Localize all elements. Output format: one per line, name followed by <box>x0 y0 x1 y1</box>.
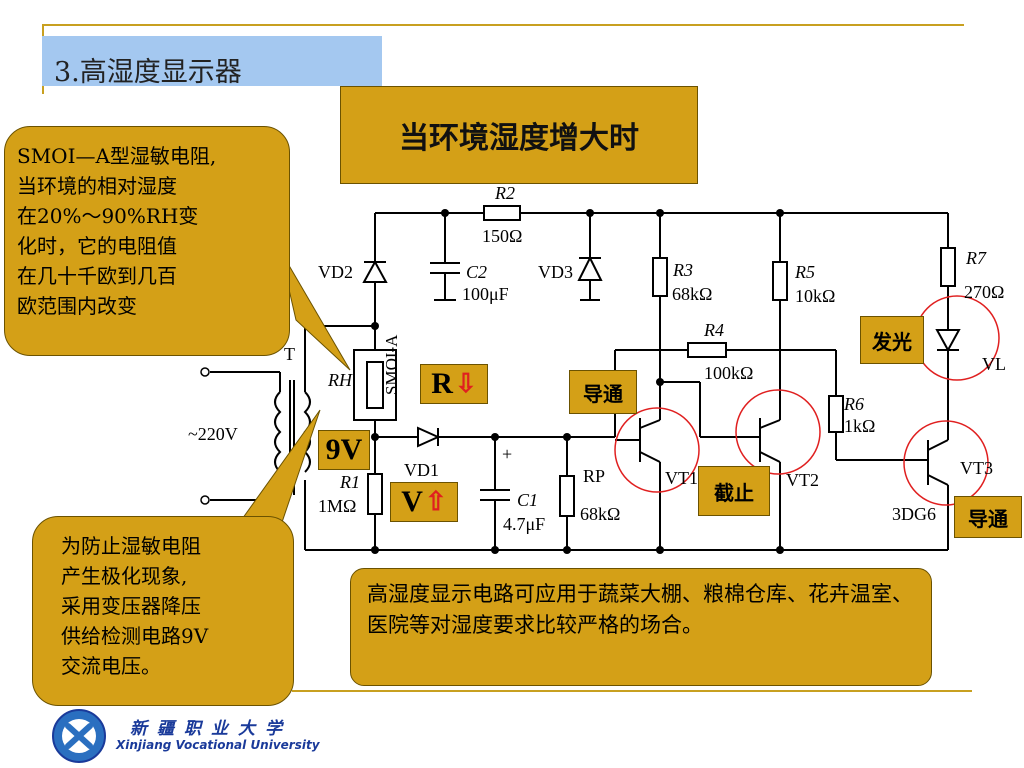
left-bubble-line: 化时，它的电阻值 <box>17 234 177 258</box>
label-r7: R7 <box>966 248 986 268</box>
label-r5: R5 <box>795 262 815 282</box>
label-vt1: VT1 <box>665 468 698 488</box>
label-r6: R6 <box>844 394 864 414</box>
top-rule <box>42 24 964 26</box>
tag-glow: 发光 <box>860 316 924 364</box>
bottom-bubble-line: 交流电压。 <box>61 654 161 678</box>
tag-v-label: V <box>401 485 423 518</box>
label-vt2: VT2 <box>786 470 819 490</box>
arrow-down-icon: ⇩ <box>454 369 477 398</box>
logo-english-name: Xinjiang Vocational University <box>116 738 320 752</box>
tag-on-vt1: 导通 <box>569 370 637 414</box>
label-r5-value: 10kΩ <box>795 286 836 306</box>
university-logo-icon <box>52 709 106 763</box>
label-vd1: VD1 <box>404 460 439 480</box>
label-r2: R2 <box>495 183 515 203</box>
label-rp: RP <box>583 466 606 486</box>
label-t: T <box>284 344 295 364</box>
tag-r: R ⇩ <box>420 364 488 404</box>
label-r1-value: 1MΩ <box>318 496 357 516</box>
top-callout: 当环境湿度增大时 <box>340 86 698 184</box>
label-r4-value: 100kΩ <box>704 363 754 383</box>
bottom-bubble-line: 采用变压器降压 <box>61 594 201 618</box>
label-c2-value: 100μF <box>462 284 509 304</box>
tag-on-vt3: 导通 <box>954 496 1022 538</box>
slide-title: 3.高湿度显示器 <box>54 57 242 88</box>
left-bubble-line: 在20%～90%RH变 <box>17 204 199 228</box>
label-r3-value: 68kΩ <box>672 284 713 304</box>
label-r6-value: 1kΩ <box>844 416 876 436</box>
label-r2-value: 150Ω <box>482 226 523 246</box>
bottom-bubble-line: 为防止湿敏电阻 <box>61 534 201 558</box>
tag-off-vt2: 截止 <box>698 466 770 516</box>
bottom-rule <box>292 690 972 692</box>
left-bubble-line: 欧范围内改变 <box>17 294 137 318</box>
label-r4: R4 <box>704 320 724 340</box>
tag-9v: 9V <box>318 430 370 470</box>
label-c1-value: 4.7μF <box>503 514 546 534</box>
bottom-bubble-line: 供给检测电路9V <box>61 624 209 648</box>
left-bubble-line: 在几十千欧到几百 <box>17 264 177 288</box>
label-r3: R3 <box>673 260 693 280</box>
label-r7-value: 270Ω <box>964 282 1005 302</box>
label-r1: R1 <box>340 472 360 492</box>
label-rh: RH <box>328 370 352 390</box>
left-bubble-line: 当环境的相对湿度 <box>17 174 177 198</box>
title-bar <box>42 36 382 86</box>
label-c1: C1 <box>517 490 539 510</box>
application-note: 高湿度显示电路可应用于蔬菜大棚、粮棉仓库、花卉温室、医院等对湿度要求比较严格的场… <box>350 568 932 686</box>
tag-r-label: R <box>431 367 453 400</box>
bottom-bubble: 为防止湿敏电阻 产生极化现象, 采用变压器降压 供给检测电路9V 交流电压。 <box>32 516 294 706</box>
label-plus: + <box>502 444 513 464</box>
label-vd3: VD3 <box>538 262 573 282</box>
left-bubble-line: SMOI—A型湿敏电阻, <box>17 144 217 168</box>
label-vt3: VT3 <box>960 458 993 478</box>
label-vl: VL <box>982 354 1006 374</box>
label-rp-value: 68kΩ <box>580 504 621 524</box>
label-3dg6: 3DG6 <box>892 504 936 524</box>
label-vd2: VD2 <box>318 262 353 282</box>
tag-v: V ⇧ <box>390 482 458 522</box>
arrow-up-icon: ⇧ <box>424 487 447 516</box>
logo-chinese-name: 新疆职业大学 <box>130 719 292 739</box>
label-c2: C2 <box>466 262 488 282</box>
left-bubble: SMOI—A型湿敏电阻, 当环境的相对湿度 在20%～90%RH变 化时，它的电… <box>4 126 290 356</box>
label-ac: ~220V <box>188 424 238 444</box>
bottom-bubble-line: 产生极化现象, <box>61 564 188 588</box>
